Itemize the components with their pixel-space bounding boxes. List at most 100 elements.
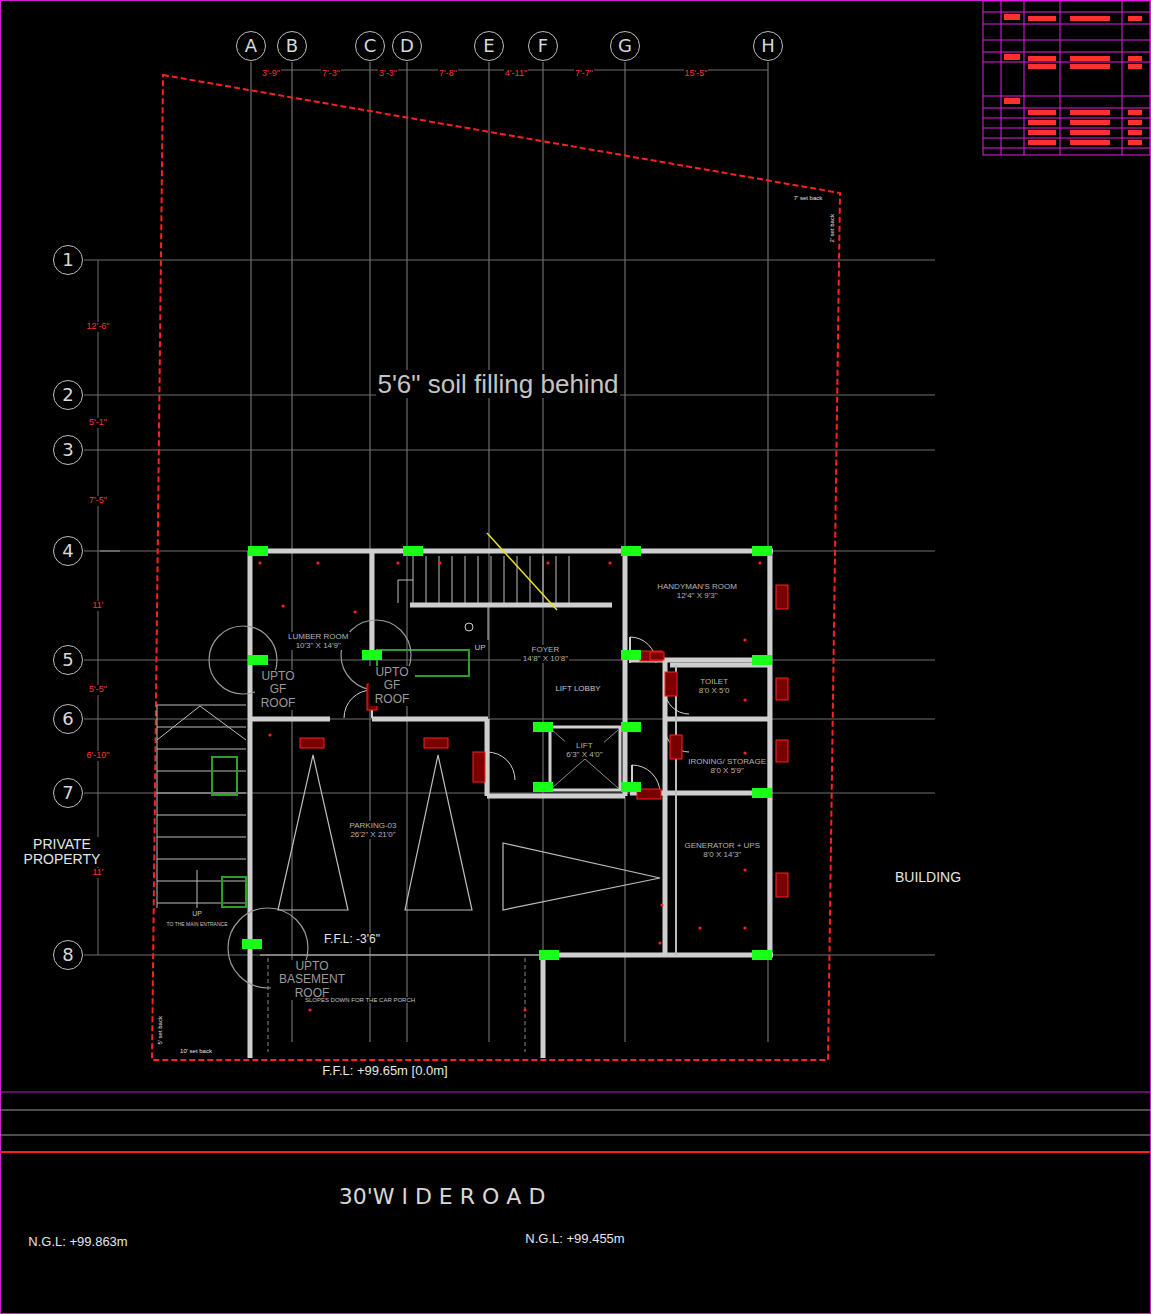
stair-tread: [157, 837, 246, 838]
table-cell-mark: [1028, 16, 1056, 21]
table-cell-mark: [1070, 56, 1110, 61]
dimension-tick: [353, 610, 356, 613]
entrance-stair: [157, 705, 246, 908]
dimension-text: 8'0 X 5'0: [698, 686, 731, 695]
grid-bubble: B: [277, 31, 307, 61]
structural-column: [403, 546, 423, 556]
grid-bubble: G: [610, 31, 640, 61]
dimension-text: 6'-10": [86, 751, 111, 761]
table-cell-mark: [1004, 54, 1020, 60]
dimension-tick: [396, 561, 399, 564]
label-text: 5: [62, 651, 73, 669]
staircase: [398, 533, 569, 640]
dimension-text: 7'-5": [88, 496, 108, 506]
label-text: HANDYMAN'S ROOM: [656, 582, 738, 591]
cut-line: [487, 533, 557, 610]
table-rule: [983, 40, 1150, 41]
dimension-text: 5'-5": [88, 685, 108, 695]
label-text: IRONING/ STORAGE: [687, 757, 767, 766]
dimension-tick: [698, 926, 701, 929]
label-text: G: [618, 37, 632, 55]
grid-bubble: H: [753, 31, 783, 61]
dimension-tick: [743, 868, 746, 871]
table-cell-mark: [1128, 64, 1142, 69]
grid-bubble: D: [392, 31, 422, 61]
stair-tread: [157, 815, 246, 816]
wall: [372, 717, 488, 722]
stair-tread: [569, 556, 570, 603]
label-text: B: [286, 37, 298, 55]
dimension-text: 7'-8": [438, 69, 458, 79]
dimension-tick: [523, 1008, 526, 1011]
dimension-tick: [743, 926, 746, 929]
table-cell-mark: [1128, 140, 1142, 145]
stair-tread: [517, 556, 518, 603]
table-cell-mark: [1028, 120, 1056, 125]
grid-lines: [84, 62, 935, 1042]
label-text: D: [400, 37, 414, 55]
tag-box: [776, 873, 788, 897]
grid-bubble: 7: [53, 778, 83, 808]
label-text: F: [538, 37, 548, 55]
tag-box: [776, 740, 788, 762]
table-frame: [983, 1, 1150, 155]
table-cell-mark: [1028, 130, 1056, 135]
annotation-text: N.G.L: +99.455m: [524, 1232, 625, 1246]
tag-box: [300, 738, 324, 748]
wall: [623, 551, 628, 796]
table-rule: [1001, 1, 1002, 155]
stair-tread: [491, 556, 492, 603]
label-text: 6: [62, 710, 73, 728]
planter: [212, 757, 237, 795]
dimension-text: 10'3" X 14'9": [287, 641, 350, 650]
dimension-tick: [660, 903, 663, 906]
doors: [344, 637, 689, 793]
table-cell-mark: [1004, 14, 1020, 20]
table-rule: [983, 62, 1150, 63]
label-text: GENERATOR + UPS: [683, 841, 761, 850]
road-edge: [0, 1135, 1151, 1136]
dimension-text: 12'-6": [86, 322, 111, 332]
room-label: PARKING-0326'2" X 21'0": [347, 820, 400, 840]
ramp-line: [525, 958, 526, 1052]
parking-markings: [278, 755, 660, 910]
label-text: H: [761, 37, 775, 55]
structural-column: [533, 782, 553, 792]
wall: [370, 551, 375, 657]
grid-line: [84, 449, 935, 450]
label-text: TOILET: [698, 677, 731, 686]
dimension-text: 8'0 X 14'3": [683, 850, 761, 859]
label-text: E: [483, 37, 494, 55]
structural-column: [248, 546, 268, 556]
lift-cross: [552, 730, 618, 788]
table-rule: [1024, 1, 1025, 155]
stair-tread: [426, 556, 427, 603]
stair-line: [398, 580, 399, 603]
tag-box: [665, 672, 677, 696]
plot-boundary: [152, 75, 840, 1060]
table-cell-mark: [1128, 110, 1142, 115]
table-cell-mark: [1028, 64, 1056, 69]
table-rule: [983, 118, 1150, 119]
wall: [250, 717, 330, 722]
dimension-text: 3'-9": [261, 69, 281, 79]
planter: [222, 877, 246, 907]
dimension-tick: [743, 638, 746, 641]
table-rule: [983, 148, 1150, 149]
wall: [487, 794, 625, 799]
table-cell-mark: [1128, 16, 1142, 21]
stair-tread: [157, 727, 246, 728]
annotation-text: 10' set back: [179, 1048, 213, 1055]
annotation-text: 5'6" soil filling behind: [376, 370, 619, 399]
walls: [248, 551, 773, 1058]
grid-line: [84, 954, 935, 955]
structural-column: [752, 546, 772, 556]
structural-column: [621, 722, 641, 732]
grid-bubble: 5: [53, 645, 83, 675]
grid-bubble: A: [236, 31, 266, 61]
dimension-tick: [281, 604, 284, 607]
annotation-text: 7' set back: [793, 195, 824, 202]
label-text: C: [364, 37, 377, 55]
grid-line: [84, 550, 935, 551]
